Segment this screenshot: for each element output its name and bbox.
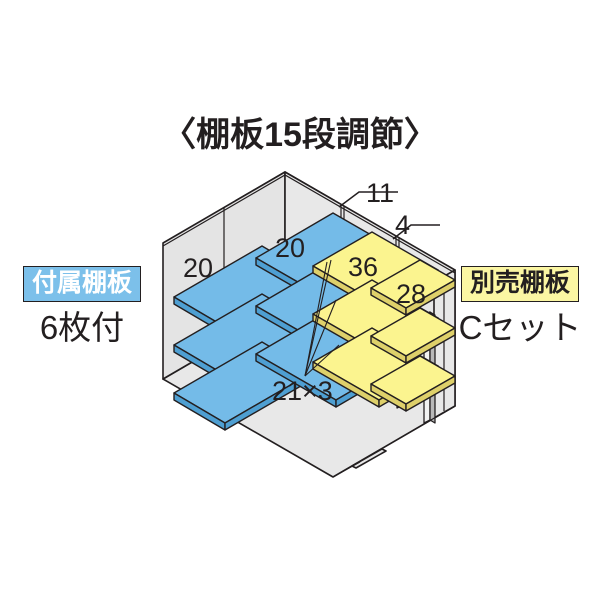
dim-right-28: 28	[396, 279, 426, 309]
shelf-yellow-outer-3	[370, 355, 456, 412]
optional-shelf-badge: 別売棚板	[460, 266, 579, 302]
optional-shelf-set: Cセット	[458, 309, 582, 346]
door-sill	[332, 405, 456, 478]
leader-lines	[304, 191, 440, 377]
shelf-yellow-outer-2	[370, 307, 456, 364]
dim-back-left: 20	[183, 253, 213, 283]
optional-shelf-label: 別売棚板 Cセット	[440, 266, 600, 344]
included-shelf-count: 6枚付	[39, 309, 125, 346]
included-shelf-badge: 付属棚板	[22, 266, 141, 302]
page-title: 〈棚板15段調節〉	[162, 116, 438, 154]
dim-post-4: 4	[395, 210, 410, 240]
shelf-yellow-outer-1	[370, 259, 456, 316]
dim-back-mid: 20	[275, 233, 305, 263]
dim-post-11: 11	[366, 178, 394, 208]
dim-shelf-count: 21×3	[272, 376, 333, 406]
shed-top-edges	[162, 174, 456, 274]
dim-right-36: 36	[348, 252, 378, 282]
included-shelf-label: 付属棚板 6枚付	[2, 266, 162, 344]
